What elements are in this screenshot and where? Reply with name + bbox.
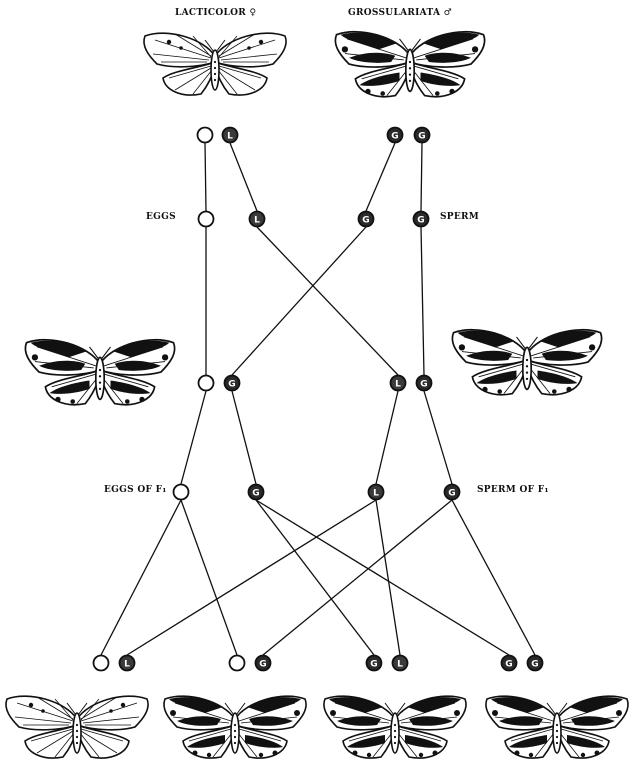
line-parent-egg-1 (205, 143, 206, 211)
f2-allele-circle: G (256, 656, 271, 671)
line-f2-sperm-4 (452, 500, 535, 655)
allele-letter: L (397, 660, 403, 670)
f1-gamete-circle (174, 485, 189, 500)
allele-letter: L (373, 489, 379, 499)
f1-allele-circle: G (417, 376, 432, 391)
line-gamete-f1-3 (257, 227, 398, 375)
f1-allele-circle (199, 376, 214, 391)
allele-letter: L (124, 660, 130, 670)
allele-letter: G (362, 216, 369, 226)
line-parent-sperm-1 (366, 143, 395, 211)
f2-allele-circle: L (120, 656, 135, 671)
allele-letter: G (505, 660, 512, 670)
allele-letter: G (417, 216, 424, 226)
allele-letter: G (420, 380, 427, 390)
line-f2-egg-2 (181, 500, 237, 655)
line-gamete-f1-4 (421, 227, 424, 375)
f1-allele-circle: L (391, 376, 406, 391)
allele-letter: G (531, 660, 538, 670)
allele-letter: G (228, 380, 235, 390)
allele-letter: G (418, 132, 425, 142)
moths (6, 32, 628, 758)
line-f2-egg-1 (101, 500, 181, 655)
f2-allele-circle: G (528, 656, 543, 671)
line-f1-gamete-3 (376, 391, 398, 484)
allele-letter: L (254, 216, 260, 226)
f1-left-moth (25, 340, 174, 405)
allele-letter: G (370, 660, 377, 670)
allele-letter: L (395, 380, 401, 390)
line-f1-gamete-4 (424, 391, 452, 484)
line-f1-gamete-1 (181, 391, 206, 484)
f1-gamete-circle: L (369, 485, 384, 500)
f2-allele-circle: G (502, 656, 517, 671)
allele-letter: G (259, 660, 266, 670)
parent-male-moth (335, 32, 484, 97)
parent-allele-circle: G (415, 128, 430, 143)
line-f2-egg-4 (256, 500, 509, 655)
allele-letter: G (448, 489, 455, 499)
line-f2-sperm-1 (127, 500, 376, 655)
f2-moth-2 (164, 696, 306, 758)
gamete-circle: G (414, 212, 429, 227)
f1-gamete-circle: G (445, 485, 460, 500)
f1-gamete-circle: G (249, 485, 264, 500)
parent-allele-circle: L (223, 128, 238, 143)
gamete-circle (199, 212, 214, 227)
f2-allele-circle: G (367, 656, 382, 671)
parent-female-moth (144, 33, 286, 95)
gamete-circle: L (250, 212, 265, 227)
line-f2-egg-3 (256, 500, 374, 655)
line-parent-egg-2 (230, 143, 257, 211)
line-f2-sperm-2 (263, 500, 452, 655)
f1-allele-circle: G (225, 376, 240, 391)
allele-letter: G (252, 489, 259, 499)
allele-letter: G (391, 132, 398, 142)
f2-allele-circle: L (393, 656, 408, 671)
f2-moth-1 (6, 696, 148, 758)
f2-allele-circle (94, 656, 109, 671)
line-f2-sperm-3 (376, 500, 400, 655)
f2-moth-4 (486, 696, 628, 758)
line-f1-gamete-2 (232, 391, 256, 484)
parent-allele-circle: G (388, 128, 403, 143)
allele-letter: L (227, 132, 233, 142)
f2-moth-3 (324, 696, 466, 758)
f1-right-moth (452, 330, 601, 395)
parent-allele-circle (198, 128, 213, 143)
f2-allele-circle (230, 656, 245, 671)
line-gamete-f1-2 (232, 227, 366, 375)
line-parent-sperm-2 (421, 143, 422, 211)
gamete-circle: G (359, 212, 374, 227)
cross-lines (101, 143, 535, 655)
allele-circles: L G G L G G G L G G L G L G G L G G (94, 128, 543, 671)
